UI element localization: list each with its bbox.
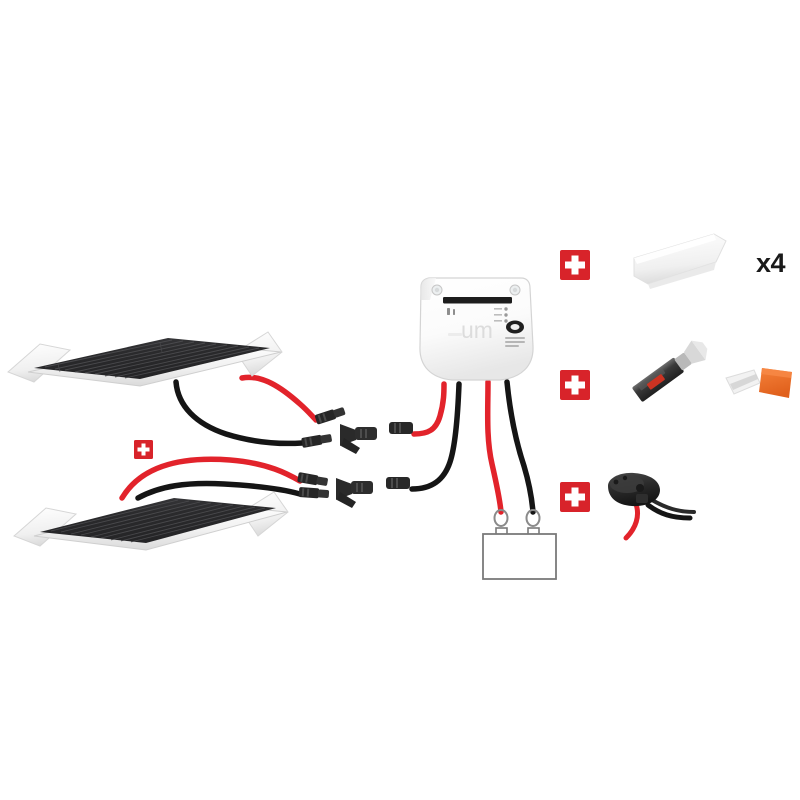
panel-upper-cell-lines	[44, 339, 260, 379]
badge-plus-accessory-3	[560, 482, 590, 512]
accessory-quantity-label: x4	[756, 248, 786, 278]
battery-case	[482, 533, 557, 580]
mc4-connectors-upper	[301, 407, 413, 454]
cable-red-panel-upper	[239, 374, 319, 423]
cable-black-branch-to-controller	[409, 381, 462, 492]
roof-cable-gland	[608, 472, 696, 541]
cable-harness	[119, 374, 536, 515]
cable-black-controller-to-battery	[504, 379, 536, 515]
controller-side-text	[448, 333, 462, 336]
cable-red-panel-lower	[119, 456, 303, 501]
badge-plus-accessory-1	[560, 250, 590, 280]
sealant-tube	[632, 340, 708, 402]
gland-lead-black	[645, 502, 693, 521]
mc4-tip-a1	[333, 407, 346, 418]
solar-panel-lower	[13, 491, 289, 551]
controller-brand-mark: um	[461, 317, 493, 343]
cable-red-branch-to-controller	[411, 381, 447, 437]
mc4-tip-b1	[316, 476, 328, 486]
accessory-row-sealant	[560, 340, 792, 402]
panel-lower-cell-lines	[50, 499, 266, 543]
battery	[482, 509, 557, 580]
mc4-branch-connector-lower	[336, 478, 373, 508]
badge-plus-panel-join	[134, 440, 153, 459]
solar-charge-controller: um	[419, 277, 534, 381]
mounting-spoiler-item	[633, 233, 727, 289]
cable-black-panel-lower	[135, 480, 303, 501]
cable-red-controller-to-battery	[484, 379, 504, 515]
mc4-tip-b2	[317, 489, 330, 498]
accessory-row-cable-gland	[560, 472, 696, 541]
controller-logo-lines	[505, 337, 525, 347]
panel-lower-spoiler-left	[13, 507, 78, 547]
gland-lead-red	[623, 501, 641, 541]
mc4-connectors-lower	[297, 472, 410, 508]
cable-black-panel-upper	[173, 379, 305, 447]
sealant-applicator	[725, 369, 761, 395]
mc4-tip-a2	[320, 434, 332, 444]
controller-bevel	[420, 278, 436, 300]
battery-ring-terminals	[493, 509, 541, 527]
controller-display-strip	[443, 297, 512, 304]
panel-upper-spoiler-left	[7, 343, 72, 383]
mc4-branch-connector-upper	[340, 424, 377, 454]
controller-icon-marks	[447, 308, 455, 315]
solar-panel-upper	[7, 331, 283, 387]
badge-plus-accessory-2	[560, 370, 590, 400]
accessory-row-mounting-spoiler	[560, 233, 727, 289]
mc4-body-a2	[301, 434, 323, 448]
orange-adhesive-block	[759, 368, 792, 398]
controller-led-indicators	[494, 307, 508, 323]
